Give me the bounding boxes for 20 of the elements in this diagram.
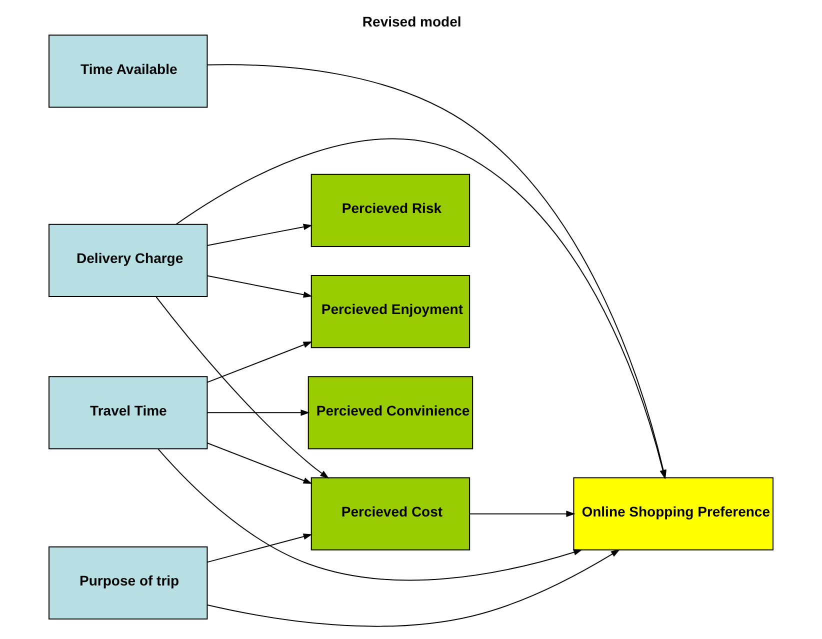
arrow <box>206 341 312 383</box>
arrow <box>156 296 330 479</box>
node-box: Delivery Charge <box>48 224 208 298</box>
arrow <box>469 510 576 517</box>
node-box: Percieved Enjoyment <box>310 275 470 348</box>
arrow <box>158 448 583 581</box>
node-box: Percieved Cost <box>310 477 470 550</box>
node-box: Online Shopping Preference <box>573 477 774 550</box>
arrow <box>207 549 620 627</box>
node-box: Percieved Convinience <box>308 376 474 450</box>
node-box: Time Available <box>48 34 208 108</box>
node-box: Travel Time <box>48 376 208 450</box>
diagram-title: Revised model <box>362 13 462 30</box>
arrow <box>206 442 312 484</box>
arrow <box>206 275 312 298</box>
arrow <box>206 534 312 563</box>
node-box: Purpose of trip <box>48 546 208 620</box>
arrow <box>206 224 312 246</box>
arrow <box>206 410 310 416</box>
node-box: Percieved Risk <box>310 174 470 247</box>
